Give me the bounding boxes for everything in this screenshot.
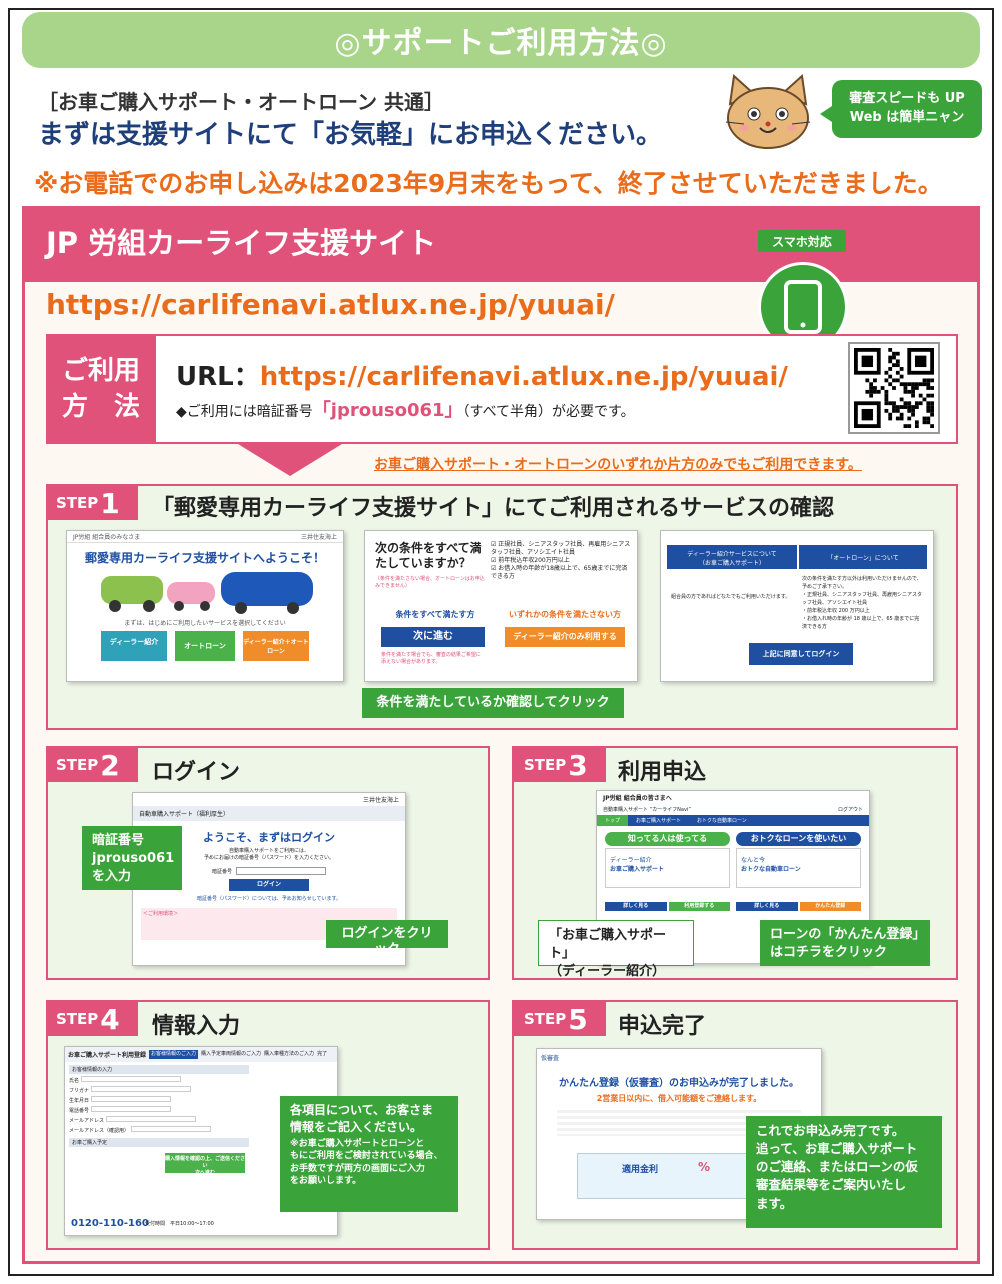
password-line: ◆ご利用には暗証番号「jprouso061」（すべて半角）が必要です。: [176, 396, 635, 422]
site-title: JP 労組カーライフ支援サイト: [46, 226, 437, 260]
agree-login-button[interactable]: 上記に同意してログイン: [749, 643, 853, 665]
url-line: URL：https://carlifenavi.atlux.ne.jp/yuua…: [176, 356, 788, 393]
password-value: 「jprouso061」: [312, 400, 463, 421]
cars-illustration: [101, 572, 313, 614]
dealer-only-button[interactable]: ディーラー紹介のみ利用する: [505, 627, 625, 647]
step2-title: ログイン: [152, 760, 241, 785]
step2-callout-login: ログインをクリック: [326, 920, 448, 957]
conditions-list: ☑ 正規社員、シニアスタッフ社員、再雇用シニアスタッフ社員、アソシエイト社員 ☑…: [491, 541, 631, 581]
conditions-question: 次の条件をすべて満たしていますか？: [375, 541, 482, 570]
detail-button[interactable]: 詳しく見る: [605, 902, 667, 911]
password-post: （すべて半角）が必要です。: [462, 404, 635, 420]
step1-title: 「郵愛専用カーライフ支援サイト」にてご利用されるサービスの確認: [152, 496, 835, 521]
usage-method-label: ご利用 方 法: [46, 334, 156, 444]
step3-title: 利用申込: [618, 760, 707, 785]
auto-loan-button[interactable]: オートローン: [175, 631, 235, 661]
page-title: ◎サポートご利用方法◎: [22, 12, 980, 68]
loan-detail-button[interactable]: 詳しく見る: [736, 902, 798, 911]
dealer-loan-button[interactable]: ディーラー紹介＋オートローン: [243, 631, 309, 661]
down-arrow-icon: [238, 444, 342, 476]
step5-title: 申込完了: [618, 1014, 707, 1039]
welcome-heading: 郵愛専用カーライフ支援サイトへようこそ！: [84, 551, 325, 565]
site-url[interactable]: https://carlifenavi.atlux.ne.jp/yuuai/: [46, 288, 615, 321]
phone-end-notice: ※お電話でのお申し込みは2023年9月末をもって、終了させていただきました。: [34, 169, 943, 198]
method-label-line2: 方 法: [61, 392, 140, 422]
bubble-line-1: 審査スピードも UP: [849, 91, 965, 107]
qr-code-icon[interactable]: [848, 342, 940, 434]
url-link[interactable]: https://carlifenavi.atlux.ne.jp/yuuai/: [259, 362, 788, 392]
speech-bubble: 審査スピードも UP Web は簡単ニャン: [820, 80, 982, 138]
usage-method-box: [46, 334, 958, 444]
dealer-intro-button[interactable]: ディーラー紹介: [101, 631, 167, 661]
step4-title: 情報入力: [152, 1014, 241, 1039]
step5-callout: これでお申込み完了です。追って、お車ご購入サポートのご連絡、またはローンの仮審査…: [746, 1116, 942, 1228]
bubble-line-2: Web は簡単ニャン: [849, 110, 965, 125]
cat-mascot-icon: [725, 74, 811, 149]
password-input[interactable]: [236, 867, 326, 875]
method-label-line1: ご利用: [61, 355, 140, 386]
subtitle-apply: まずは支援サイトにて「お気軽」にお申込ください。: [38, 120, 663, 150]
smartphone-badge: スマホ対応: [758, 230, 846, 252]
subtitle-common: ［お車ご購入サポート・オートローン 共通］: [38, 90, 444, 114]
step1-screenshot-welcome: JP労組 組合員のみなさま三井住友海上 郵愛専用カーライフ支援サイトへようこそ！…: [66, 530, 344, 682]
url-prefix: URL：: [176, 362, 260, 392]
step1-callout: 条件を満たしているか確認してクリック: [362, 688, 624, 718]
easy-register-button[interactable]: かんたん登録: [799, 902, 861, 911]
step1-screenshot-conditions: 次の条件をすべて満たしていますか？ （条件を満たさない場合、オートローンはお申込…: [364, 530, 638, 682]
form-next-button[interactable]: 購入情報を確認の上、ご送信ください次へ進む: [165, 1153, 245, 1176]
next-button[interactable]: 次に進む: [381, 627, 485, 647]
login-button[interactable]: ログイン: [229, 879, 309, 891]
password-pre: ◆ご利用には暗証番号: [176, 404, 313, 420]
page-frame: [8, 8, 994, 1276]
either-service-note: お車ご購入サポート・オートローンのいずれか片方のみでもご利用できます。: [374, 457, 862, 473]
step1-screenshot-agree: ディーラー紹介サービスについて（お車ご購入サポート） 「オートローン」について …: [660, 530, 934, 682]
apply-button[interactable]: 利用登録する: [668, 902, 730, 911]
smartphone-icon: [784, 280, 822, 334]
step3-callout-dealer: 「お車ご購入サポート」（ディーラー紹介）: [538, 920, 694, 979]
step3-callout-loan: ローンの「かんたん登録」はコチラをクリック: [760, 920, 930, 966]
step4-callout: 各項目について、お客さま情報をご記入ください。 ※お車ご購入サポートとローンと …: [280, 1096, 458, 1212]
